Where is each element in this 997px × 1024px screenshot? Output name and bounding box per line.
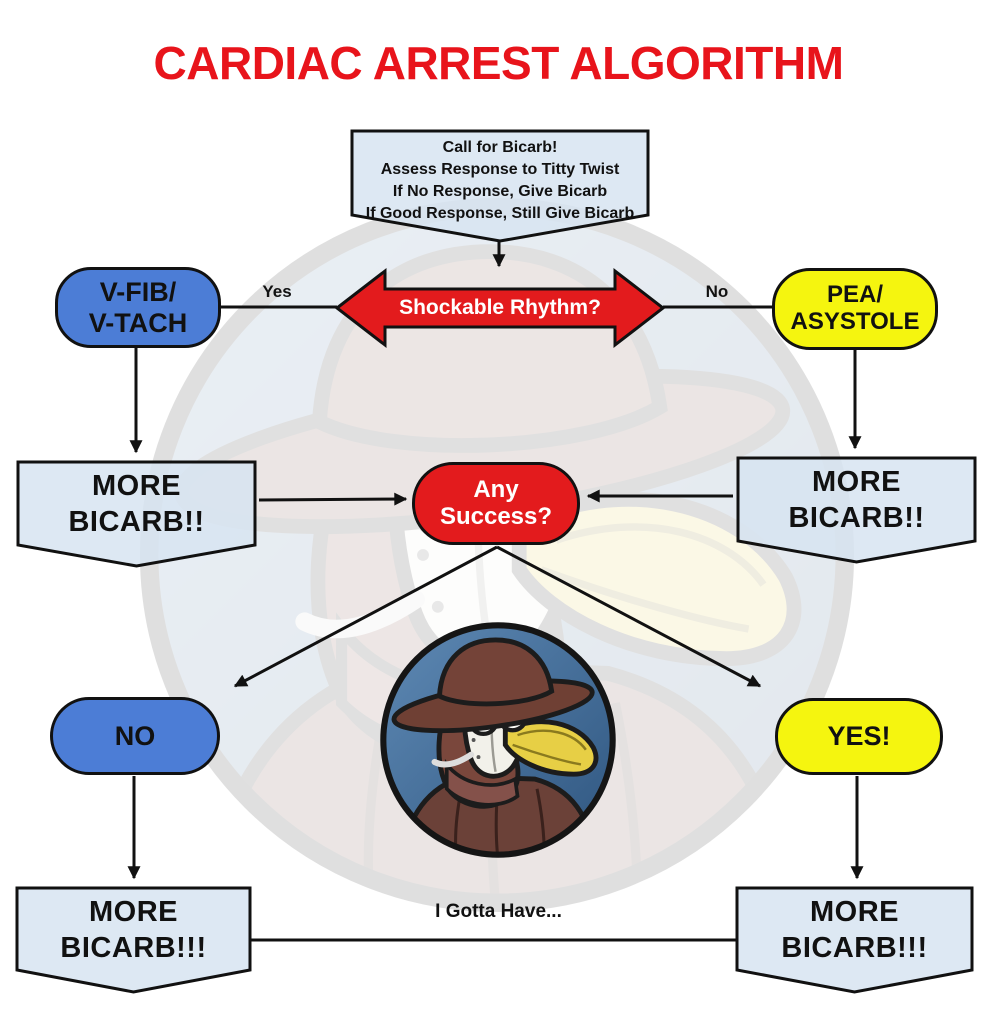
branch-yes-label: Yes xyxy=(262,282,292,301)
any-success-line-2: Success? xyxy=(439,502,553,530)
mb-left-line-1: MORE xyxy=(92,470,181,503)
pea-line-2: ASYSTOLE xyxy=(790,308,920,335)
mb-final-right-line-1: MORE xyxy=(810,896,899,929)
node-yes: YES! xyxy=(775,698,943,775)
yes-label: YES! xyxy=(827,721,891,752)
mb-final-left-line-2: BICARB!!! xyxy=(60,932,207,964)
start-line-3: If No Response, Give Bicarb xyxy=(392,183,608,200)
node-more-bicarb-right: MORE BICARB!! xyxy=(738,462,975,540)
node-more-bicarb-final-right: MORE BICARB!!! xyxy=(737,892,972,970)
pea-line-1: PEA/ xyxy=(826,281,883,309)
plague-doctor-logo-icon xyxy=(376,618,620,862)
node-pea-asystole: PEA/ ASYSTOLE xyxy=(772,268,938,350)
bottom-caption: I Gotta Have... xyxy=(435,901,562,922)
mb-final-left-line-1: MORE xyxy=(89,896,178,929)
mb-final-right-line-2: BICARB!!! xyxy=(781,932,928,964)
vfib-line-1: V-FIB/ xyxy=(99,277,177,308)
start-line-1: Call for Bicarb! xyxy=(442,138,558,156)
any-success-line-1: Any xyxy=(473,475,519,503)
node-no: NO xyxy=(50,697,220,775)
mb-left-line-2: BICARB!! xyxy=(68,506,205,538)
mb-right-line-1: MORE xyxy=(812,466,901,499)
branch-no-label: No xyxy=(705,282,729,301)
vfib-line-2: V-TACH xyxy=(88,307,188,338)
node-more-bicarb-final-left: MORE BICARB!!! xyxy=(17,892,250,970)
start-banner: Call for Bicarb! Assess Response to Titt… xyxy=(352,136,648,226)
mb-right-line-2: BICARB!! xyxy=(788,502,925,534)
no-label: NO xyxy=(114,720,156,751)
decision-arrow-label: Shockable Rhythm? xyxy=(399,296,601,319)
connector-left-to-success xyxy=(258,492,408,506)
start-line-4: If Good Response, Still Give Bicarb xyxy=(365,205,635,223)
node-vfib-vtach: V-FIB/ V-TACH xyxy=(55,267,221,348)
start-line-2: Assess Response to Titty Twist xyxy=(380,160,620,178)
node-any-success: Any Success? xyxy=(412,462,580,545)
page-title: CARDIAC ARREST ALGORITHM xyxy=(153,37,844,89)
node-more-bicarb-left: MORE BICARB!! xyxy=(18,466,255,544)
